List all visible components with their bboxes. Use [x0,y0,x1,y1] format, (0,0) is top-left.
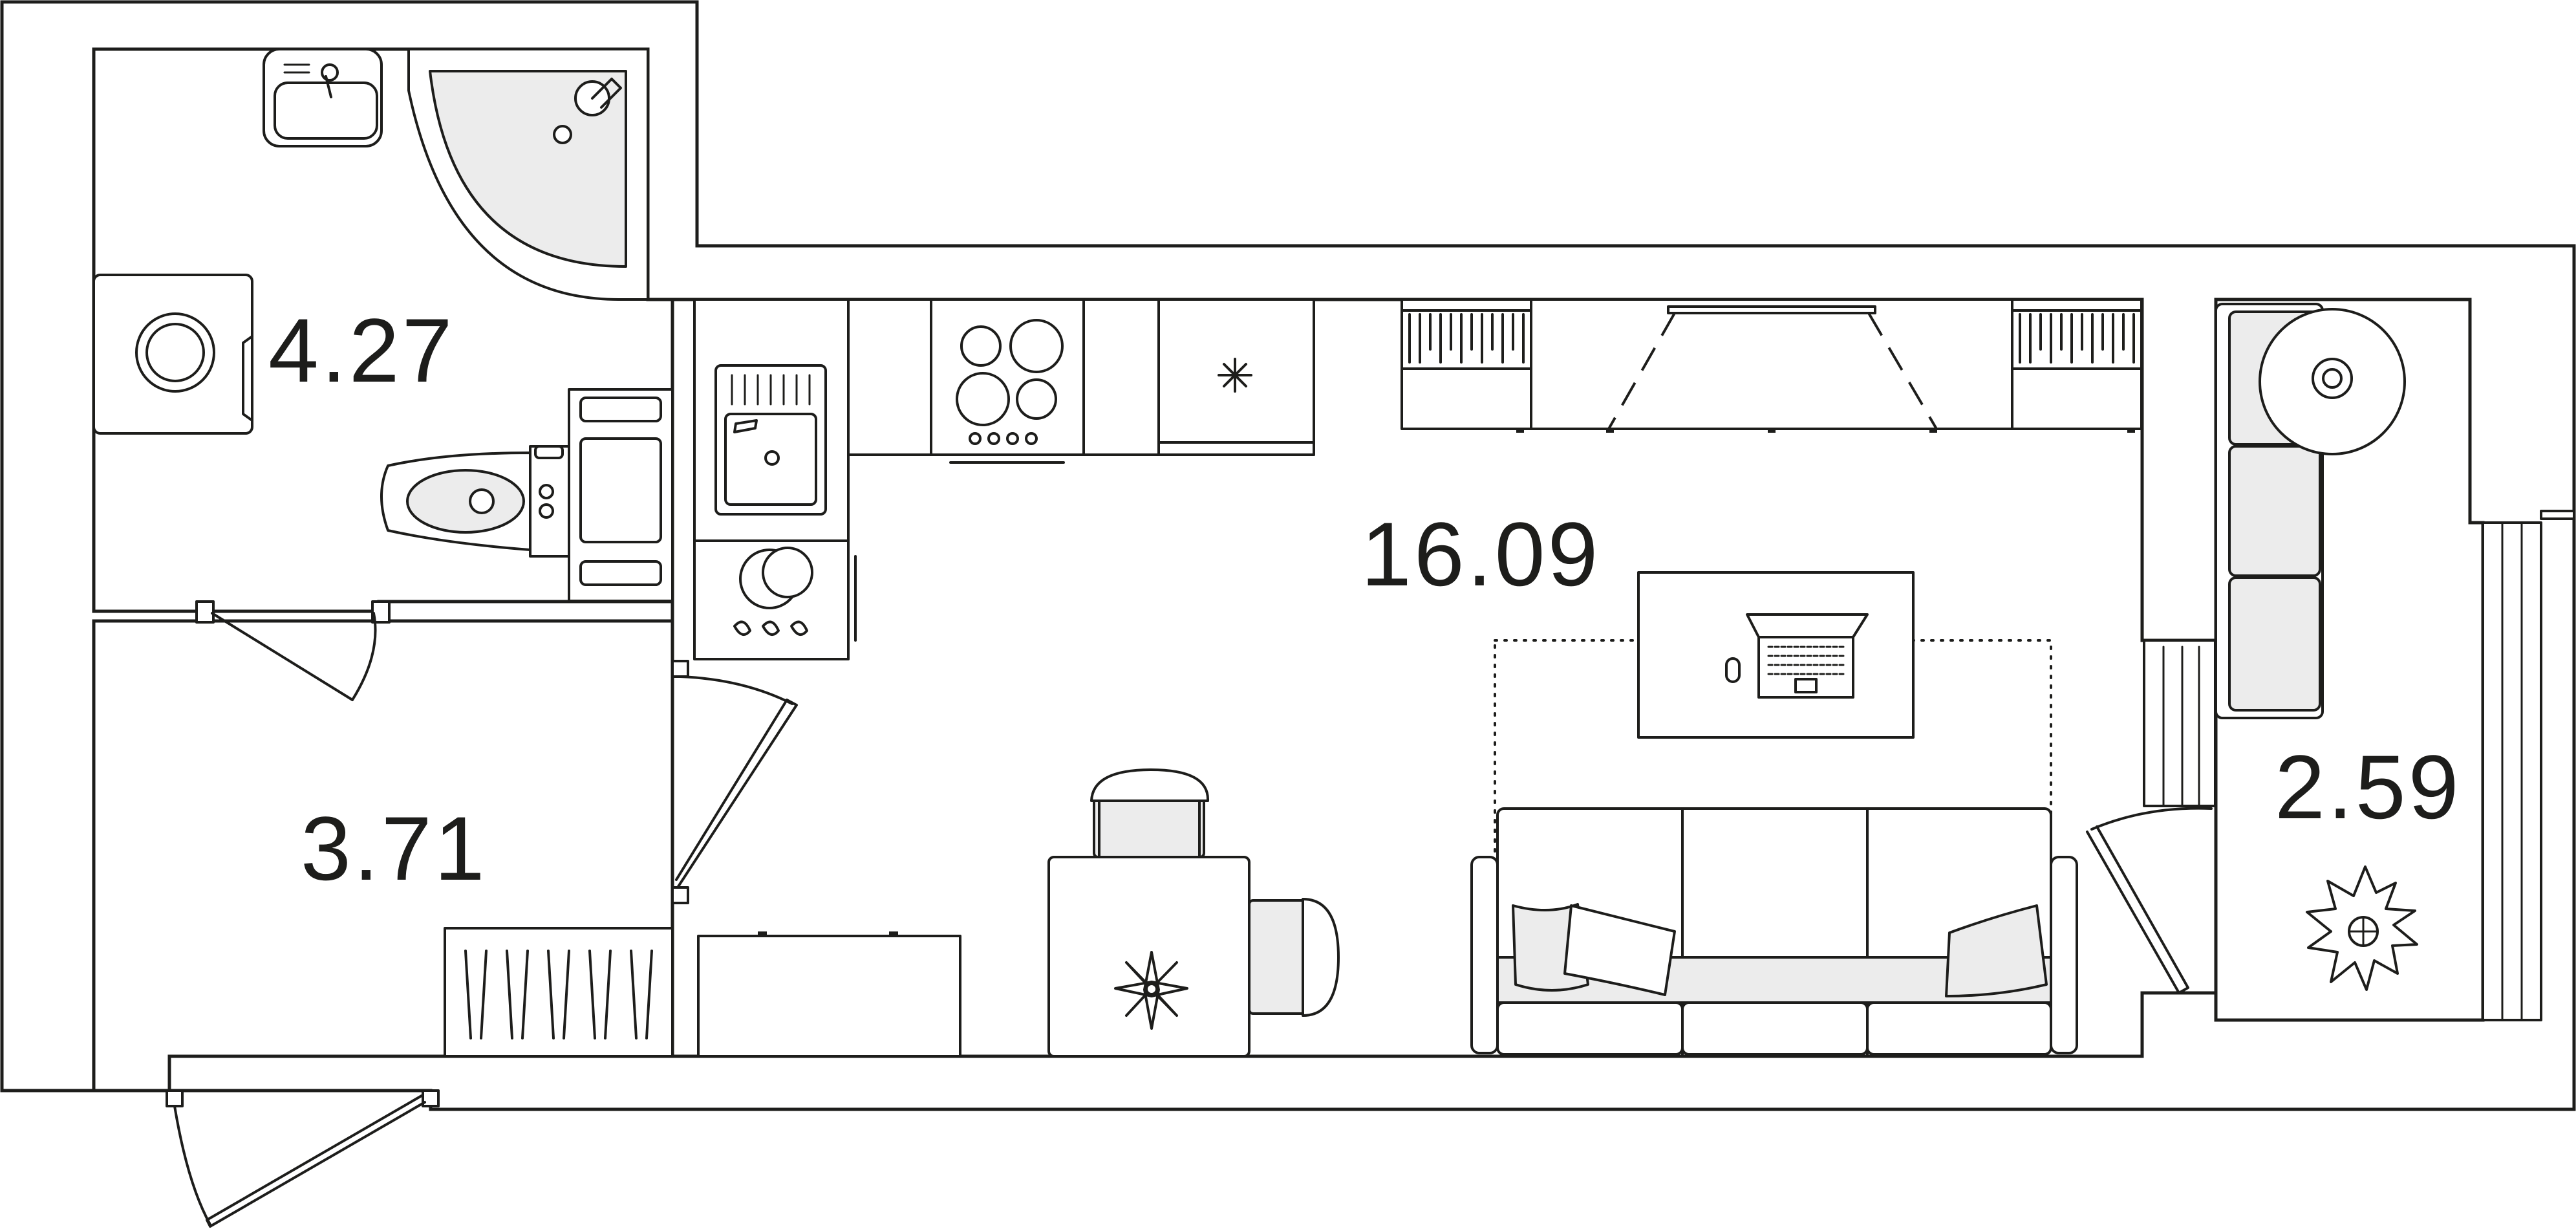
dishwasher [733,547,857,642]
sofa-cushion-right [1945,904,2048,997]
sofa [1470,807,2078,1056]
dining-chair-top [1090,768,1210,858]
entry-door-jamb-left [166,1089,184,1107]
dining-table [1047,856,1250,1058]
entry-door-jamb-right [422,1089,440,1107]
bathroom-fixtures [92,48,674,602]
mouse [1725,657,1741,683]
kitchen-sink [714,364,827,516]
entry-door-swing [173,1105,211,1226]
fridge [1157,298,1315,456]
table-flower [1114,951,1188,1030]
coffee-table [1637,571,1915,739]
toilet [380,445,570,558]
room-door-jamb-bottom [671,886,689,904]
balcony-door-leaf [2086,825,2189,994]
bathroom-area-label: 4.27 [268,299,455,401]
room-door-swing [679,675,793,705]
living-room-area-label: 16.09 [1361,503,1600,605]
bathroom-door-leaf [211,612,354,701]
dining-chair-right [1248,898,1340,1017]
room-door-jamb-top [671,660,689,678]
hallway-console [697,931,961,1058]
stove [930,298,1085,464]
wardrobe-left [1401,298,1532,430]
hallway-area-label: 3.71 [301,798,487,899]
bathroom-door-jamb-left [195,600,215,624]
balcony-plant [2306,865,2418,991]
balcony-area-label: 2.59 [2275,736,2461,838]
laptop [1746,613,1869,699]
washing-machine [92,274,253,435]
shoe-cabinet [444,927,674,1058]
sink [263,48,383,147]
bathroom-door-swing [351,612,377,701]
towel-rail [568,388,674,602]
balcony-window [2482,510,2575,1021]
entry-door-leaf [206,1094,426,1228]
balcony-table [2259,308,2406,455]
doors [166,600,2216,1228]
kitchen [693,298,1315,660]
tv-unit [1516,298,2135,433]
balcony-door-swing [2090,807,2213,831]
sofa-cushion-left-2 [1563,904,1676,996]
shower [407,48,649,301]
wardrobe-right [2011,298,2143,430]
bathroom-door-jamb-right [371,600,391,624]
balcony-door-frame [2143,639,2216,807]
